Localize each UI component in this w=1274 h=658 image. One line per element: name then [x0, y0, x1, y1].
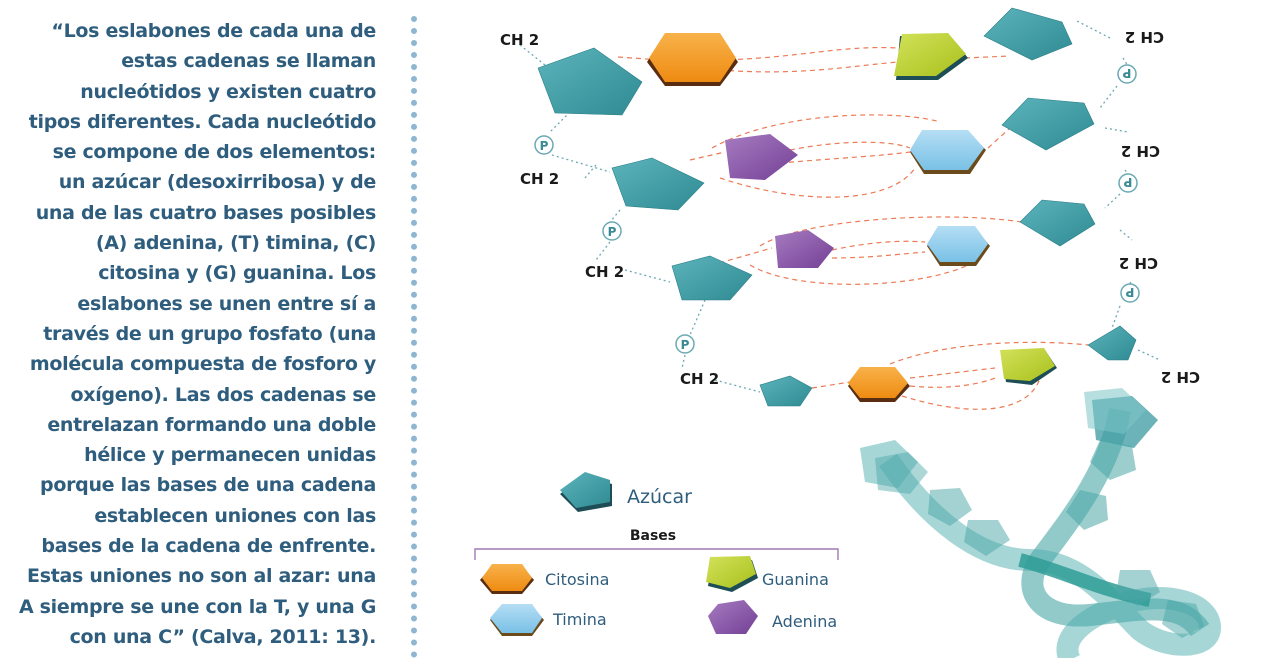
- cytosine-legend-icon: [482, 564, 532, 591]
- ch2-label: CH 2: [520, 170, 559, 188]
- svg-text:P: P: [540, 139, 549, 153]
- quote-line: través de un grupo fosfato (una: [43, 322, 376, 345]
- ch2-label: CH 2: [680, 370, 719, 388]
- adenine-legend-icon: [708, 600, 758, 634]
- quote-line: “Los eslabones de cada una de: [51, 20, 376, 42]
- thymine-base: [927, 226, 988, 262]
- ch2-label: CH 2: [1121, 142, 1160, 160]
- ch2-label: CH 2: [1161, 368, 1200, 386]
- quote-line: se compone de dos elementos:: [52, 141, 377, 164]
- quote-line: (A) adenina, (T) timina, (C): [95, 232, 376, 255]
- phosphate-icon: P: [1117, 64, 1137, 84]
- sugar-pentagon: [671, 255, 753, 301]
- quote-line: nucleótidos y existen cuatro: [80, 80, 376, 103]
- quote-line: con una C” (Calva, 2011: 13).: [69, 625, 377, 648]
- svg-text:P: P: [1125, 285, 1134, 299]
- quote-line: molécula compuesta de fosforo y: [29, 353, 376, 376]
- sugar-phosphate-backbones: [519, 19, 1161, 393]
- legend-label-adenine: Adenina: [772, 612, 837, 631]
- thymine-legend-icon: [490, 604, 542, 633]
- quote-line: entrelazan formando una doble: [47, 413, 376, 436]
- cytosine-base: [848, 367, 908, 398]
- quote-line: A siempre se une con la T, y una G: [18, 595, 376, 618]
- quote-line: porque las bases de una cadena: [40, 474, 376, 497]
- svg-text:P: P: [681, 338, 690, 352]
- phosphate-icon: P: [602, 221, 622, 241]
- legend-bracket: [474, 548, 839, 560]
- guanine-legend-icon: [706, 556, 756, 588]
- quote-line: establecen uniones con las: [94, 504, 376, 527]
- ch2-label: CH 2: [1119, 254, 1158, 272]
- ch2-label: CH 2: [585, 263, 624, 281]
- legend: Azúcar Bases Citosina Guanina Timina Ade…: [474, 472, 839, 636]
- helix-illustration: [860, 388, 1222, 658]
- ch2-label: CH 2: [1125, 28, 1164, 46]
- sugar-pentagon: [983, 7, 1073, 61]
- dotted-divider: [411, 16, 417, 658]
- legend-label-sugar: Azúcar: [627, 486, 692, 508]
- quote-line: eslabones se unen entre sí a: [77, 292, 376, 315]
- quote-line: una de las cuatro bases posibles: [35, 201, 377, 224]
- quote-line: hélice y permanecen unidas: [84, 444, 376, 467]
- legend-label-thymine: Timina: [552, 610, 607, 629]
- sugar-pentagon: [1087, 325, 1137, 361]
- quote-line: un azúcar (desoxirribosa) y de: [58, 171, 377, 194]
- thymine-base: [910, 130, 984, 170]
- sugar-pentagon: [1019, 199, 1096, 247]
- phosphate-icon: P: [675, 334, 695, 354]
- quote-text: “Los eslabones de cada una de estas caden…: [0, 16, 376, 652]
- svg-text:P: P: [608, 225, 617, 239]
- svg-text:P: P: [1123, 175, 1132, 189]
- quote-line: Estas uniones no son al azar: una: [27, 565, 376, 588]
- adenine-base: [725, 134, 798, 180]
- phosphate-icon: P: [534, 135, 554, 155]
- svg-text:P: P: [1122, 66, 1131, 80]
- phosphate-icon: P: [1118, 173, 1138, 193]
- quote-line: estas cadenas se llaman: [121, 50, 376, 73]
- sugar-pentagon: [537, 47, 643, 116]
- sugar-pentagon: [759, 375, 813, 407]
- quote-line: tipos diferentes. Cada nucleótido: [28, 110, 377, 133]
- adenine-base: [775, 230, 834, 268]
- dna-diagram: P P P P P P CH 2 CH 2 CH 2 CH 2 CH 2 CH …: [474, 7, 1222, 658]
- ch2-label: CH 2: [500, 31, 539, 49]
- guanine-base: [894, 33, 966, 76]
- phosphate-icon: P: [1120, 283, 1140, 303]
- quote-line: bases de la cadena de enfrente.: [41, 535, 376, 558]
- cytosine-base: [649, 33, 736, 82]
- sugar-pentagon: [1001, 97, 1095, 151]
- quote-line: citosina y (G) guanina. Los: [98, 262, 376, 285]
- legend-bases-title: Bases: [630, 528, 676, 544]
- sugar-pentagon: [611, 157, 705, 211]
- legend-label-cytosine: Citosina: [545, 570, 609, 589]
- legend-label-guanine: Guanina: [762, 570, 829, 589]
- quote-line: oxígeno). Las dos cadenas se: [70, 383, 377, 406]
- sugar-legend-icon: [560, 472, 610, 508]
- guanine-base: [1000, 348, 1055, 381]
